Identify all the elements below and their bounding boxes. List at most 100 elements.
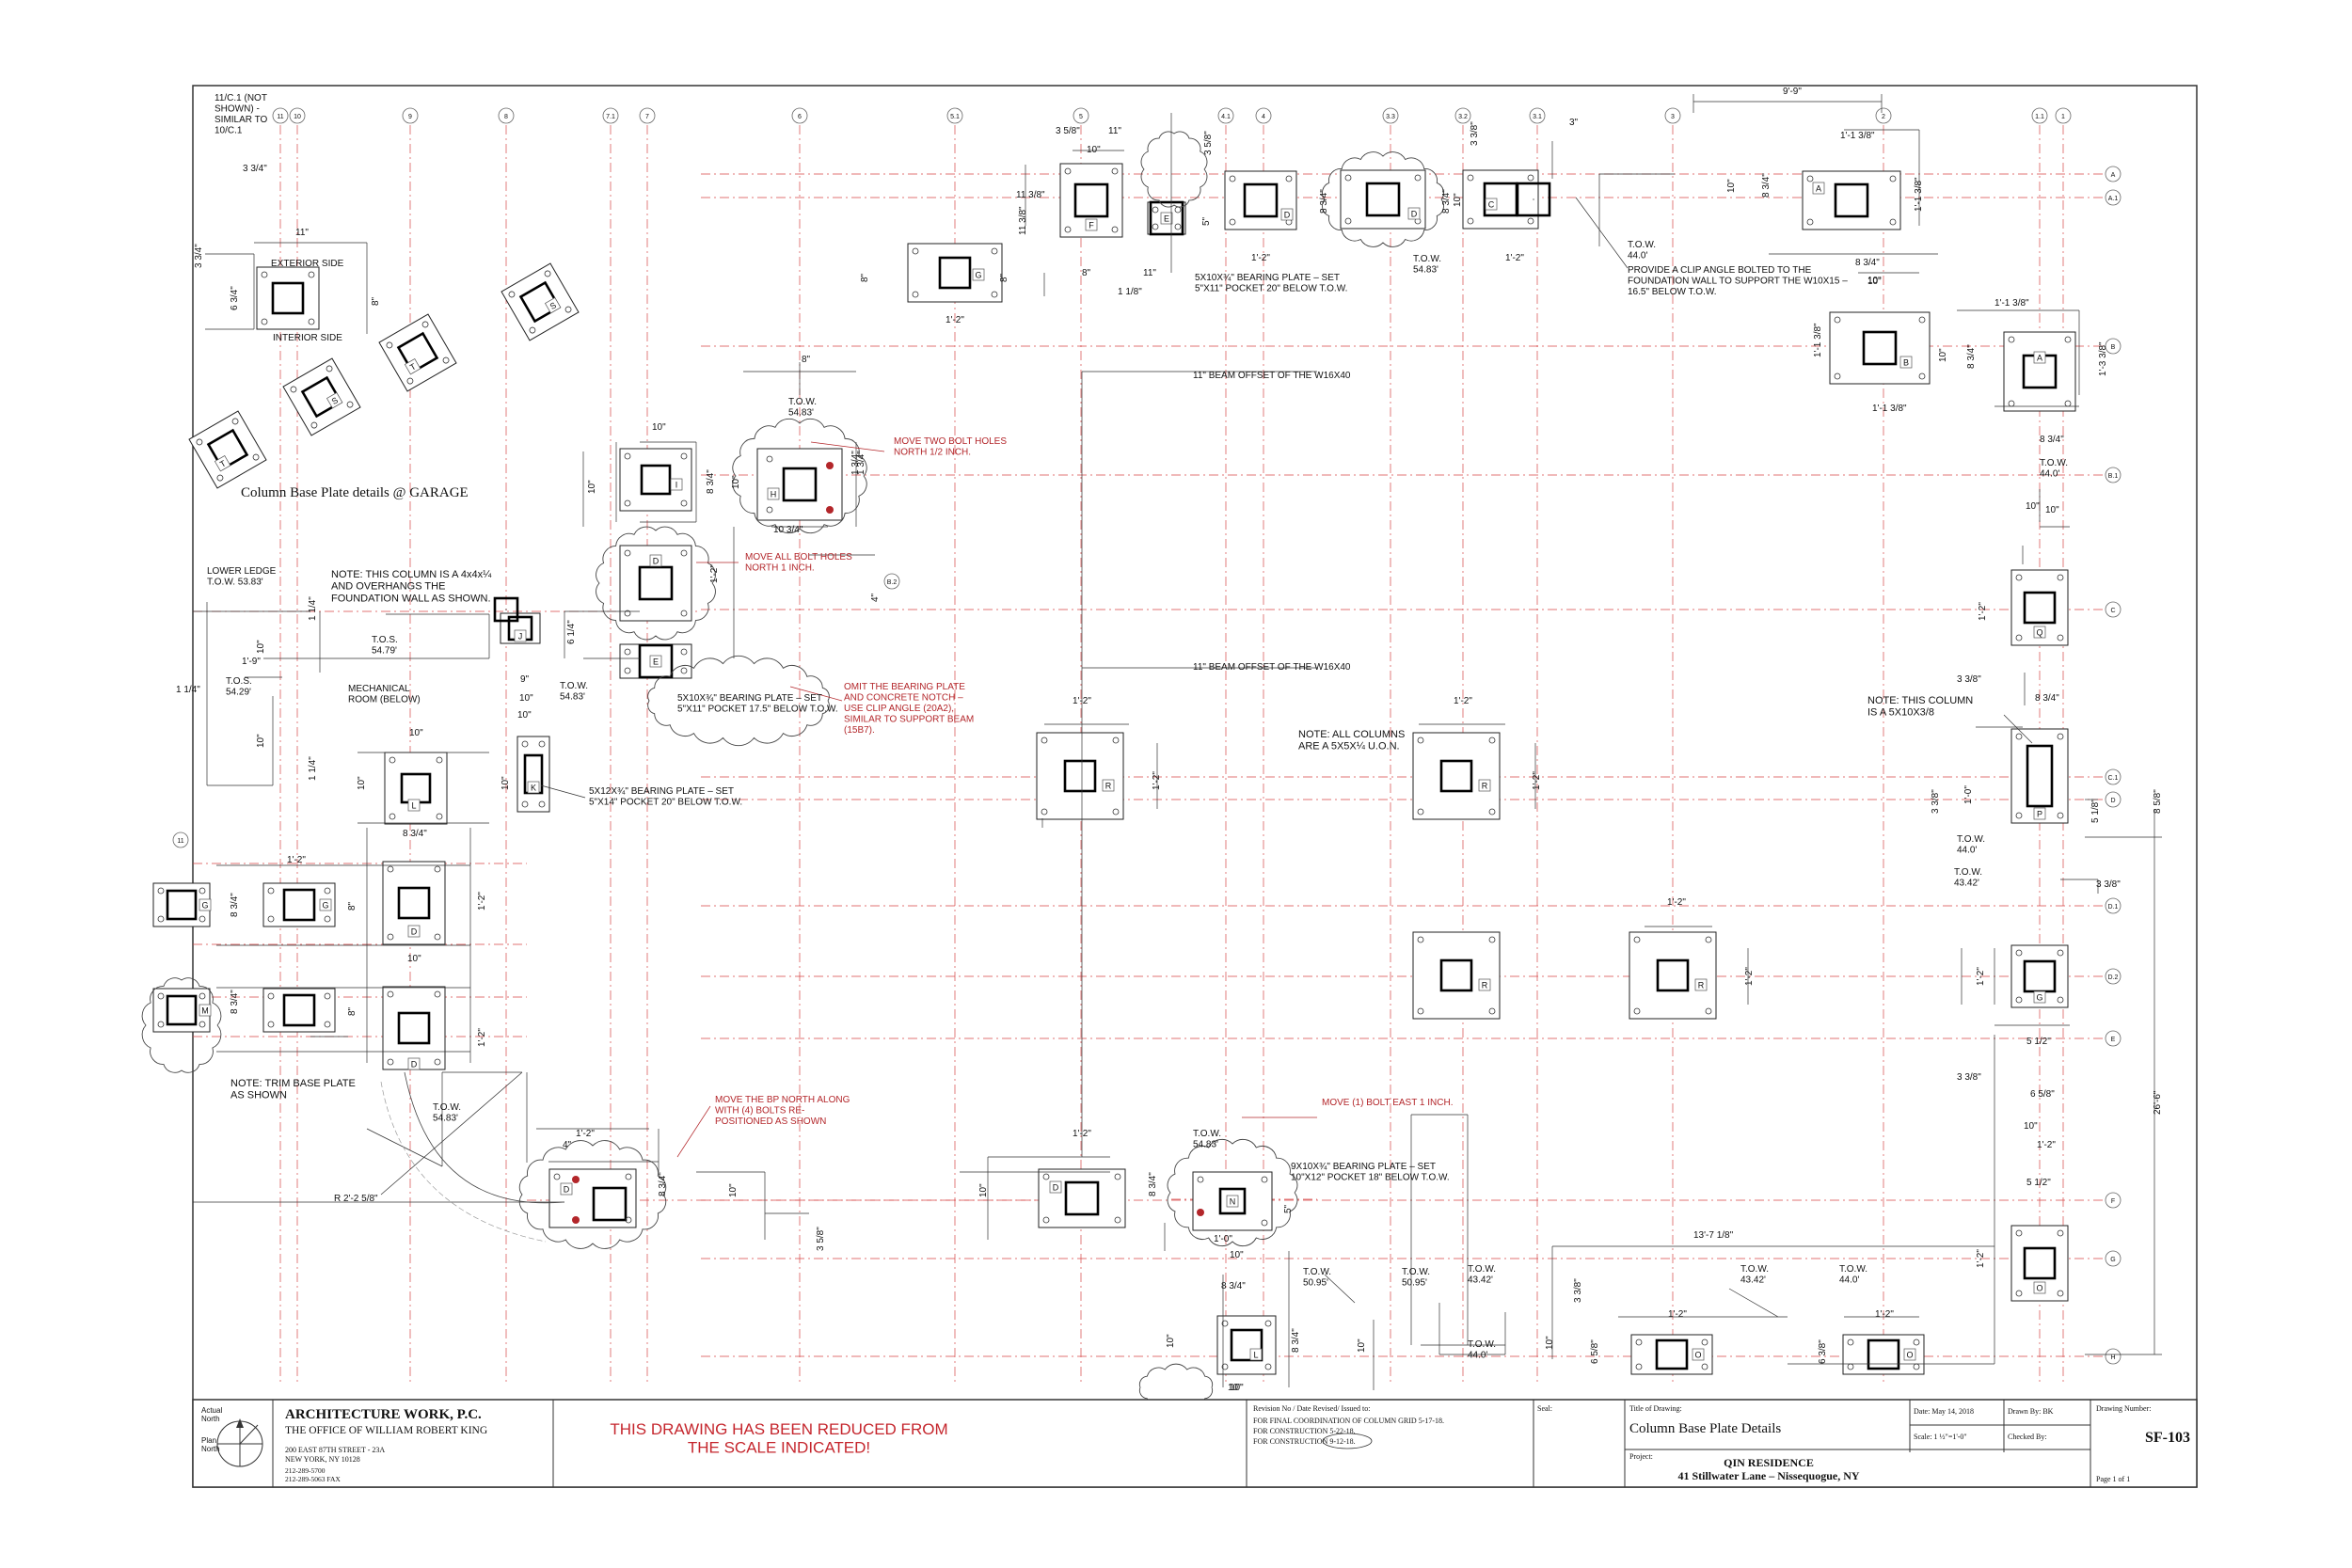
dim-10: 10" bbox=[1867, 277, 1882, 287]
dim-1-2: 1'-2" bbox=[576, 1129, 595, 1139]
base-plate: A bbox=[2003, 331, 2076, 412]
project-name: QIN RESIDENCE bbox=[1724, 1456, 1814, 1469]
tow-label: T.O.W.54.83' bbox=[1413, 254, 1441, 276]
base-plate: D bbox=[619, 545, 692, 622]
north-arrow-icon bbox=[216, 1418, 263, 1467]
revised-bolt-hole bbox=[572, 1176, 580, 1183]
bolt-hole bbox=[267, 992, 275, 1000]
bolt-hole bbox=[324, 1021, 331, 1028]
bolt-hole bbox=[386, 341, 393, 349]
plate-type-tag: R bbox=[1105, 782, 1112, 791]
dim-8-3-4: 8 3/4" bbox=[1855, 258, 1880, 268]
grid-bubble-label: 6 bbox=[798, 114, 802, 120]
revision-cloud bbox=[141, 977, 222, 1073]
grid-bubble-label: 11 bbox=[177, 838, 183, 845]
grid-bubble bbox=[791, 107, 808, 124]
grid-bubble bbox=[272, 107, 289, 124]
bolt-hole bbox=[1889, 218, 1897, 226]
revision-3-cloud bbox=[1322, 1433, 1373, 1449]
bolt-hole bbox=[508, 291, 516, 298]
dim-8-3-4: 8 3/4" bbox=[2035, 693, 2059, 704]
date-field: Date: May 14, 2018 bbox=[1914, 1407, 1974, 1416]
bolt-hole bbox=[1174, 223, 1182, 230]
bolt-hole bbox=[1064, 226, 1072, 233]
base-plate: T bbox=[378, 313, 457, 392]
dim-1-1-4-v: 1 1/4" bbox=[308, 596, 318, 621]
grid-bubble bbox=[2055, 107, 2072, 124]
bolt-hole bbox=[324, 992, 331, 1000]
plate-type-tag: O bbox=[2036, 1284, 2042, 1293]
bolt-hole bbox=[290, 386, 297, 393]
dim-10: 10" bbox=[1867, 276, 1882, 286]
dim-11-3-8-v: 11 3/8" bbox=[1018, 206, 1028, 235]
dim-10-v: 10" bbox=[1938, 348, 1948, 362]
plate-type-tag: J bbox=[518, 632, 523, 641]
base-plate: G bbox=[907, 243, 1003, 303]
grid-bubble bbox=[172, 832, 189, 848]
radius-arc bbox=[404, 1071, 565, 1204]
bolt-hole bbox=[544, 270, 551, 277]
grid-bubble-label: E bbox=[2111, 1037, 2116, 1043]
bolt-hole bbox=[1701, 1363, 1708, 1370]
bolt-hole bbox=[1488, 808, 1496, 816]
grid-bubble-label: 3 bbox=[1671, 114, 1675, 120]
base-plate: J bbox=[500, 612, 541, 644]
bolt-hole bbox=[564, 306, 572, 313]
bolt-hole bbox=[2057, 733, 2064, 740]
bolt-hole bbox=[308, 318, 315, 325]
dim-8-3-4-v: 8 3/4" bbox=[1761, 173, 1772, 198]
plate-type-tag: Q bbox=[2036, 628, 2042, 638]
dim-10-v: 10" bbox=[1545, 1336, 1555, 1350]
dim-8-5-8-v: 8 5/8" bbox=[2153, 789, 2163, 814]
grid-bubble-label: 1 bbox=[2061, 114, 2065, 120]
drawing-number-label: Drawing Number: bbox=[2096, 1404, 2151, 1413]
dim-8-3-4-v: 8 3/4" bbox=[1291, 1328, 1301, 1353]
project-label: Project: bbox=[1629, 1452, 1653, 1461]
base-plate: F bbox=[1059, 163, 1123, 238]
plate-type-tag: L bbox=[411, 801, 416, 811]
bolt-hole bbox=[434, 990, 441, 998]
base-plate: M bbox=[152, 988, 212, 1033]
plate-type-tag: O bbox=[1694, 1351, 1701, 1360]
bolt-hole bbox=[1221, 1363, 1229, 1370]
plate-type-tag: D bbox=[564, 1185, 570, 1195]
plate-type-tag: H bbox=[771, 490, 777, 499]
grid-bubble bbox=[2105, 189, 2122, 206]
bolt-hole bbox=[2015, 733, 2023, 740]
dim-r: R 2'-2 5/8" bbox=[334, 1194, 378, 1204]
note-exterior: EXTERIOR SIDE bbox=[271, 259, 344, 269]
base-plate: E bbox=[1147, 200, 1186, 236]
bolt-hole bbox=[680, 549, 688, 557]
grid-bubble-label: 1.1 bbox=[2035, 114, 2044, 120]
firm-address1: 200 EAST 87TH STREET - 23A bbox=[285, 1446, 385, 1454]
column-section bbox=[1439, 759, 1473, 793]
firm-fax: 212-289-5063 FAX bbox=[285, 1475, 341, 1483]
dim-1-1-3-8: 1'-1 3/8" bbox=[1840, 131, 1875, 141]
dim-5-1-2: 5 1/2" bbox=[2026, 1178, 2051, 1188]
bolt-hole bbox=[1527, 174, 1534, 182]
dim-8-v: 8" bbox=[371, 296, 381, 306]
bolt-hole bbox=[326, 365, 333, 372]
base-plate: D bbox=[548, 1168, 637, 1228]
column-section bbox=[1656, 958, 1690, 992]
grid-bubble-label: D.1 bbox=[2108, 904, 2119, 911]
bolt-hole bbox=[1889, 175, 1897, 182]
bolt-hole bbox=[1041, 808, 1048, 816]
dim-1-1-4: 1 1/4" bbox=[176, 685, 200, 695]
scale-field: Scale: 1 ½"=1'-0" bbox=[1914, 1433, 1967, 1441]
column-section bbox=[1516, 182, 1551, 217]
column-section bbox=[2026, 744, 2054, 808]
bolt-hole bbox=[521, 800, 529, 808]
dim-1-2: 1'-2" bbox=[1875, 1309, 1894, 1320]
grid-bubble-label: 10 bbox=[294, 114, 301, 120]
dim-8-3-4-v: 8 3/4" bbox=[230, 893, 240, 917]
bolt-hole bbox=[1488, 936, 1496, 943]
plate-type-tag: G bbox=[201, 901, 208, 911]
drawing-number: SF-103 bbox=[2145, 1430, 2190, 1446]
dim-3-5-8-v: 3 5/8" bbox=[816, 1227, 826, 1251]
